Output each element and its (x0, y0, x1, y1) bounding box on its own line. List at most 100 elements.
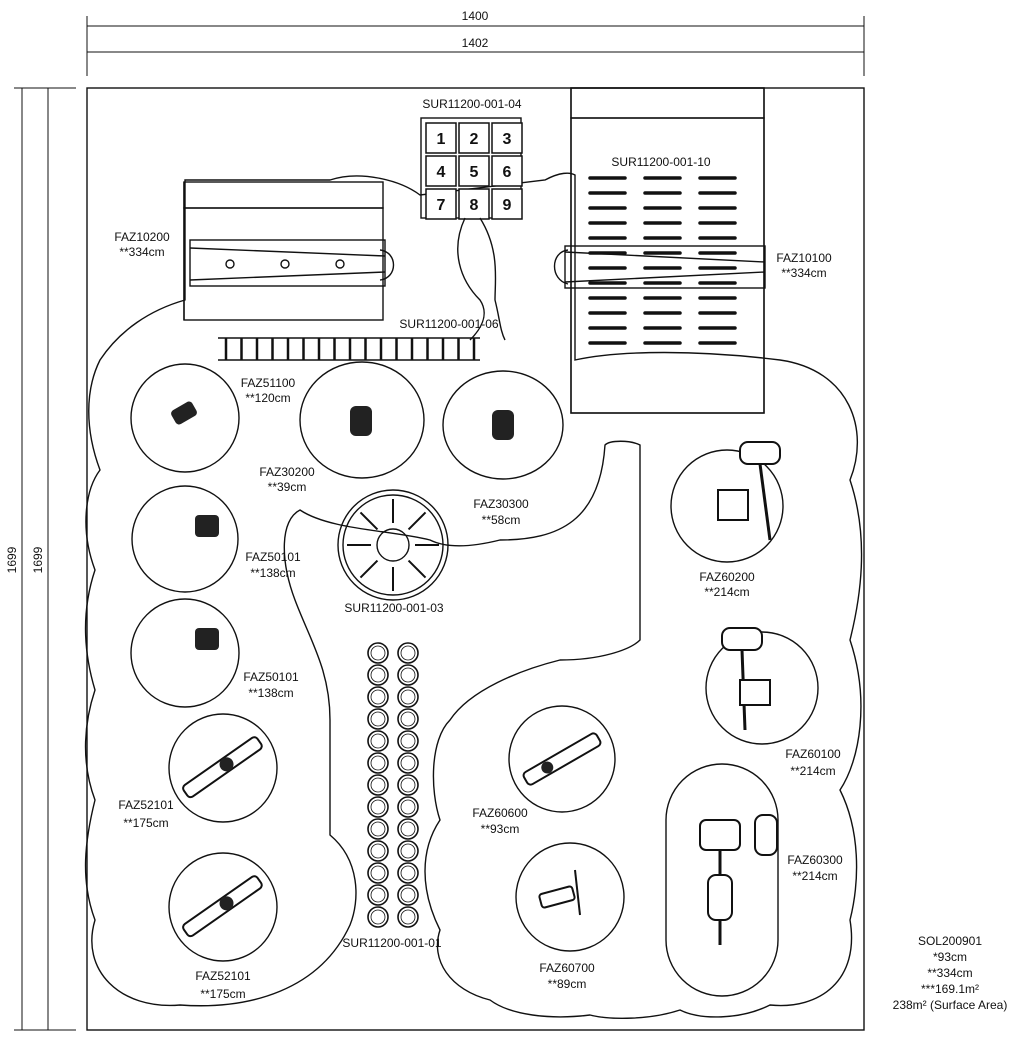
stepping-stone-inner (400, 821, 416, 837)
label-faz50101-b: FAZ50101 (243, 670, 299, 684)
roundabout-spoke (359, 559, 379, 579)
hopscotch-number: 8 (470, 197, 479, 214)
equipment-icon (182, 736, 263, 799)
stepping-stone-inner (400, 887, 416, 903)
label-faz60200: FAZ60200 (699, 570, 755, 584)
label-faz60200-height: **214cm (704, 585, 749, 599)
label-faz10100-height: **334cm (781, 266, 826, 280)
hopscotch-number: 4 (437, 164, 446, 181)
zone-faz30200: FAZ30200 **39cm (259, 361, 425, 494)
zone-faz52101-a: FAZ52101 **175cm (118, 713, 278, 830)
equipment-icon (171, 401, 197, 425)
stepping-stone-inner (370, 887, 386, 903)
label-faz60700-height: **89cm (548, 977, 587, 991)
stepping-stone-inner (370, 777, 386, 793)
roundabout-spoke (407, 559, 427, 579)
label-faz60700: FAZ60700 (539, 961, 595, 975)
hopscotch-number: 5 (470, 164, 479, 181)
roundabout-spoke (359, 511, 379, 531)
hopscotch-cell (458, 155, 490, 187)
label-faz51100: FAZ51100 (241, 376, 296, 390)
label-sur11200-001-01: SUR11200-001-01 (342, 936, 442, 950)
hopscotch-cell (425, 188, 457, 220)
stepping-stone-inner (400, 865, 416, 881)
roundabout-sur11200-001-03: SUR11200-001-03 (337, 489, 449, 615)
label-faz50101-b-height: **138cm (248, 686, 293, 700)
zone-faz51100: FAZ51100 **120cm (130, 363, 296, 473)
equipment-icon (538, 885, 576, 909)
equipment-icon (182, 875, 263, 938)
label-faz50101-a: FAZ50101 (245, 550, 301, 564)
label-faz60600: FAZ60600 (472, 806, 528, 820)
hopscotch-number: 2 (470, 131, 479, 148)
zone-faz60100: FAZ60100 **214cm (705, 627, 841, 778)
seat-icon (739, 441, 781, 465)
label-faz60300-height: **214cm (792, 869, 837, 883)
zone-faz60300: FAZ60300 **214cm (665, 763, 843, 997)
safety-surface-outline (84, 172, 863, 1019)
ladder-sur11200-001-06: SUR11200-001-06 (218, 317, 499, 361)
stepping-stone-inner (400, 645, 416, 661)
seat-icon (721, 627, 763, 651)
stepping-stone-inner (400, 689, 416, 705)
zone-faz60700: FAZ60700 **89cm (515, 842, 625, 991)
dimension-height-inner: 1699 (31, 88, 49, 1030)
dimension-label: 1400 (462, 9, 489, 23)
legend-line-1: *93cm (933, 950, 967, 964)
zone-faz60200: FAZ60200 **214cm (670, 441, 784, 599)
legend-line-3: ***169.1m² (921, 982, 979, 996)
dimension-width-inner: 1402 (87, 36, 864, 53)
stepping-stones-sur11200-001-01: SUR11200-001-01 (342, 642, 442, 950)
label-faz30200-height: **39cm (268, 480, 307, 494)
stepping-stone-inner (370, 689, 386, 705)
label-faz30200: FAZ30200 (259, 465, 315, 479)
label-faz30300-height: **58cm (482, 513, 521, 527)
equipment-icon (699, 819, 741, 851)
roundabout-spoke (407, 511, 427, 531)
legend-block: SOL200901 *93cm **334cm ***169.1m² 238m²… (893, 934, 1008, 1012)
dimension-width-outer: 1400 (86, 9, 865, 76)
equipment-icon (522, 732, 602, 786)
equipment-faz10200: FAZ10200 **334cm (114, 181, 395, 321)
spring-rider-icon (492, 410, 514, 440)
zone-faz30300: FAZ30300 **58cm (442, 370, 564, 527)
legend-code: SOL200901 (918, 934, 982, 948)
hopscotch-number: 9 (503, 197, 512, 214)
stepping-stone-inner (400, 733, 416, 749)
label-faz60600-height: **93cm (481, 822, 520, 836)
stepping-stone-inner (400, 777, 416, 793)
dimension-label: 1699 (5, 546, 19, 573)
hopscotch-number: 3 (503, 131, 512, 148)
zone-faz50101-a: FAZ50101 **138cm (131, 485, 301, 593)
stepping-stone-inner (370, 733, 386, 749)
stepping-stone-inner (400, 799, 416, 815)
stepping-stone-inner (370, 843, 386, 859)
hopscotch-number: 1 (437, 131, 446, 148)
stepping-stone-inner (370, 909, 386, 925)
dimension-label: 1699 (31, 546, 45, 573)
label-sur11200-001-04: SUR11200-001-04 (422, 97, 522, 111)
equipment-icon (195, 628, 219, 650)
label-sur11200-001-03: SUR11200-001-03 (344, 601, 444, 615)
stepping-stone-inner (400, 667, 416, 683)
site-boundary (86, 87, 865, 1031)
stepping-stone-inner (370, 755, 386, 771)
equipment-icon (195, 515, 219, 537)
zone-faz50101-b: FAZ50101 **138cm (130, 598, 299, 708)
label-faz10100: FAZ10100 (776, 251, 832, 265)
dimension-height-outer: 1699 (5, 87, 76, 1031)
stepping-stone-inner (400, 755, 416, 771)
stepping-stone-inner (370, 799, 386, 815)
climbing-area-sur11200-001-10: SUR11200-001-10 (570, 87, 765, 414)
dimension-label: 1402 (462, 36, 489, 50)
label-sur11200-001-10: SUR11200-001-10 (611, 155, 711, 169)
label-sur11200-001-06: SUR11200-001-06 (399, 317, 499, 331)
hopscotch-cell (425, 122, 457, 154)
stepping-stone-inner (400, 711, 416, 727)
label-faz50101-a-height: **138cm (250, 566, 295, 580)
hopscotch-cell (491, 155, 523, 187)
spring-rider-icon (350, 406, 372, 436)
label-faz52101-a-height: **175cm (123, 816, 168, 830)
